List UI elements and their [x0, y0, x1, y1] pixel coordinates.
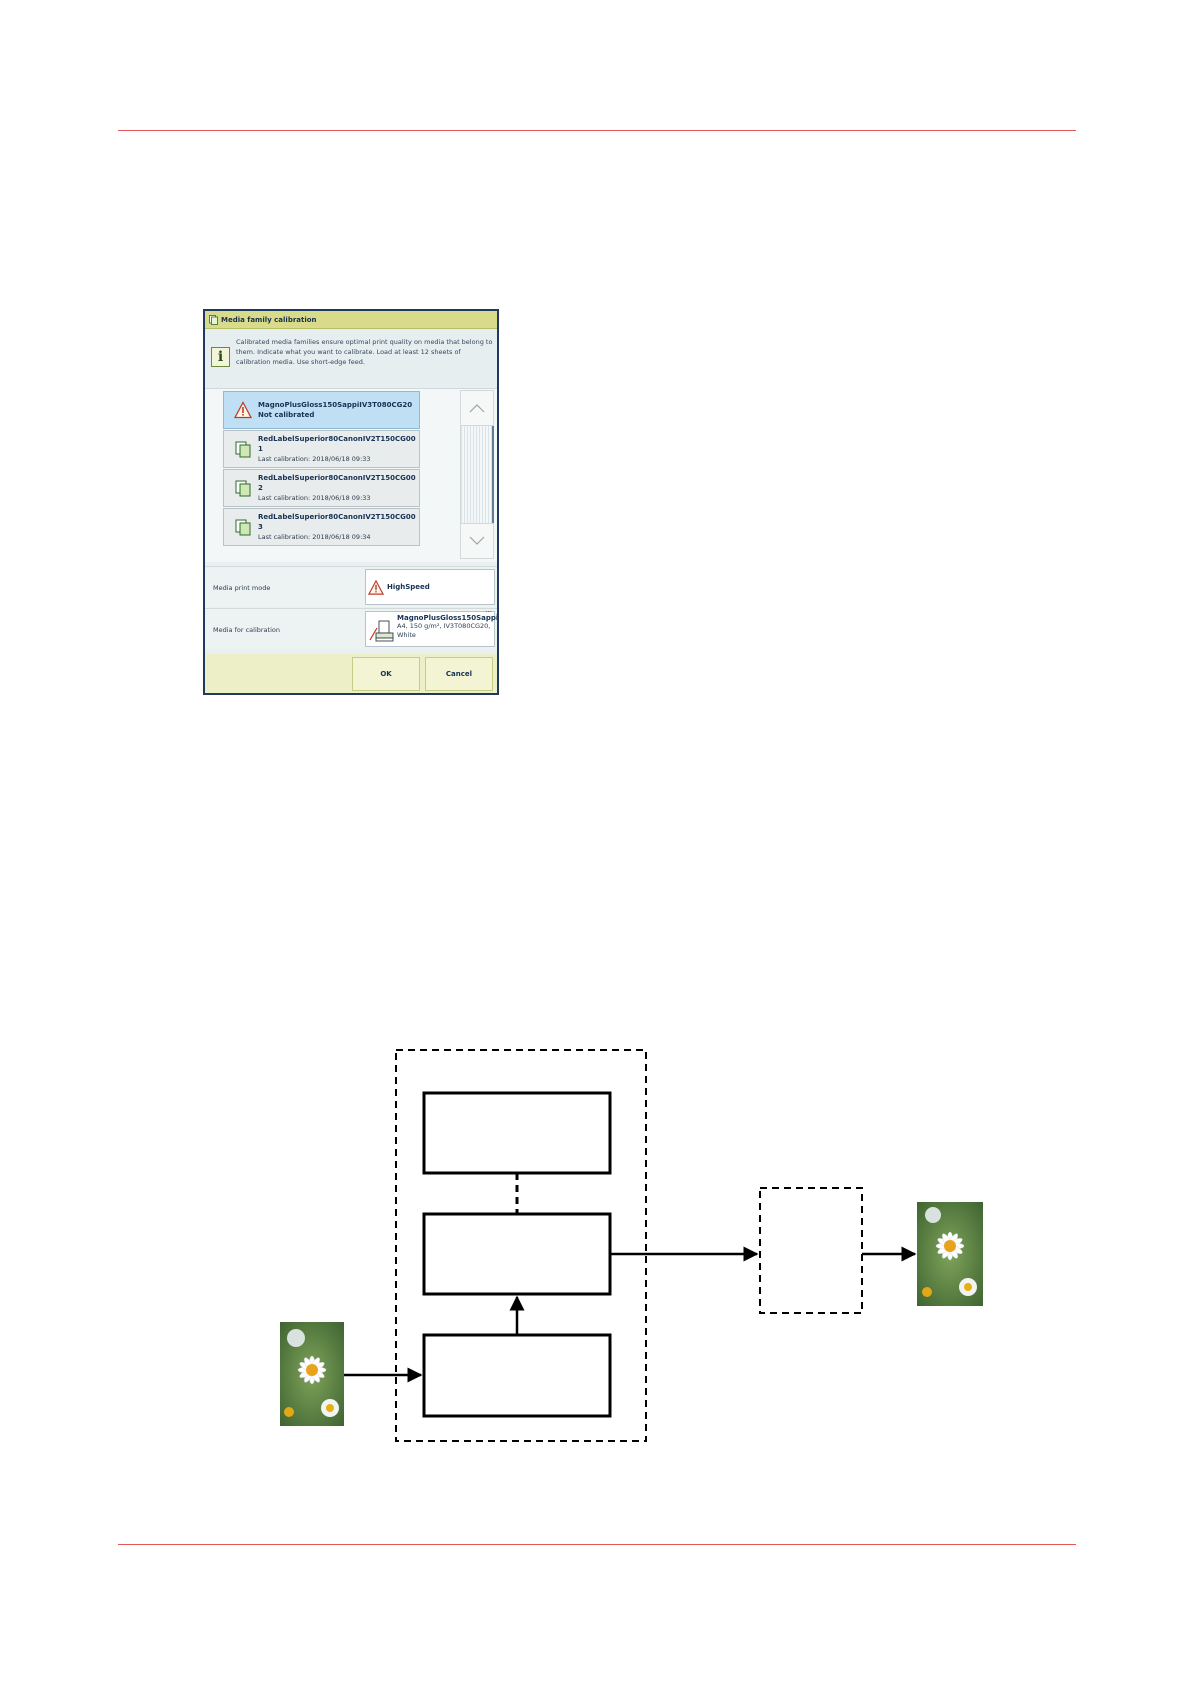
item-name: RedLabelSuperior80CanonIV2T150CG00 3 [258, 513, 416, 531]
bottom-block [422, 1333, 612, 1418]
item-status: Last calibration: 2018/06/18 09:33 [258, 494, 371, 502]
calibration-media-row: Media for calibration MagnoPlusGloss150S… [205, 606, 499, 649]
chevron-up-icon [469, 404, 485, 413]
media-family-icon [235, 480, 251, 497]
media-tray-icon [369, 620, 394, 642]
media-family-icon [209, 314, 218, 325]
media-family-icon [235, 441, 251, 458]
scroll-up-button[interactable] [460, 390, 494, 426]
print-mode-label: Media print mode [213, 584, 271, 592]
processing-group-boundary [395, 1049, 647, 1442]
list-item[interactable]: RedLabelSuperior80CanonIV2T150CG00 3 Las… [223, 508, 420, 546]
output-image [917, 1202, 983, 1306]
media-family-calibration-dialog: Media family calibration i Calibrated me… [203, 309, 499, 695]
item-status: Last calibration: 2018/06/18 09:33 [258, 455, 371, 463]
calibration-media-field[interactable]: MagnoPlusGloss150Sappi A4, 150 g/m², IV3… [365, 606, 499, 647]
item-name: RedLabelSuperior80CanonIV2T150CG00 2 [258, 474, 416, 492]
info-text: Calibrated media families ensure optimal… [236, 338, 493, 366]
input-image [280, 1322, 344, 1426]
warning-icon [234, 401, 252, 419]
list-item[interactable]: MagnoPlusGloss150SappiIV3T080CG20 Not ca… [223, 391, 420, 429]
scrollbar-thumb[interactable] [492, 426, 494, 523]
print-mode-row: Media print mode HighSpeed [205, 566, 497, 607]
chevron-down-icon [469, 536, 485, 545]
top-block [422, 1091, 612, 1175]
calibration-media-color: White [397, 631, 416, 639]
scrollbar[interactable] [460, 426, 494, 523]
footer-rule [118, 1544, 1076, 1545]
item-status: Not calibrated [258, 411, 315, 419]
ok-button[interactable]: OK [352, 657, 420, 691]
dialog-footer: OK Cancel [205, 654, 497, 693]
calibration-media-label: Media for calibration [213, 626, 280, 634]
info-icon: i [211, 347, 230, 367]
list-item[interactable]: RedLabelSuperior80CanonIV2T150CG00 2 Las… [223, 469, 420, 507]
more-indicator: ... [485, 606, 492, 614]
print-mode-field[interactable]: HighSpeed [365, 569, 495, 605]
cancel-button[interactable]: Cancel [425, 657, 493, 691]
print-mode-value: HighSpeed [387, 583, 430, 591]
item-status: Last calibration: 2018/06/18 09:34 [258, 533, 371, 541]
media-family-icon [235, 519, 251, 536]
dialog-title: Media family calibration [221, 315, 317, 324]
output-device-boundary [759, 1187, 863, 1314]
middle-block [422, 1212, 612, 1296]
dialog-title-bar: Media family calibration [205, 311, 497, 329]
calibration-media-name: MagnoPlusGloss150Sappi [397, 614, 499, 622]
item-name: RedLabelSuperior80CanonIV2T150CG00 1 [258, 435, 416, 453]
list-item[interactable]: RedLabelSuperior80CanonIV2T150CG00 1 Las… [223, 430, 420, 468]
info-panel: i Calibrated media families ensure optim… [205, 329, 497, 389]
calibration-media-details: A4, 150 g/m², IV3T080CG20, [397, 622, 491, 630]
warning-icon [368, 579, 384, 595]
media-family-list: MagnoPlusGloss150SappiIV3T080CG20 Not ca… [205, 389, 497, 562]
scroll-down-button[interactable] [460, 523, 494, 559]
header-rule [118, 130, 1076, 131]
item-name: MagnoPlusGloss150SappiIV3T080CG20 [258, 401, 413, 409]
